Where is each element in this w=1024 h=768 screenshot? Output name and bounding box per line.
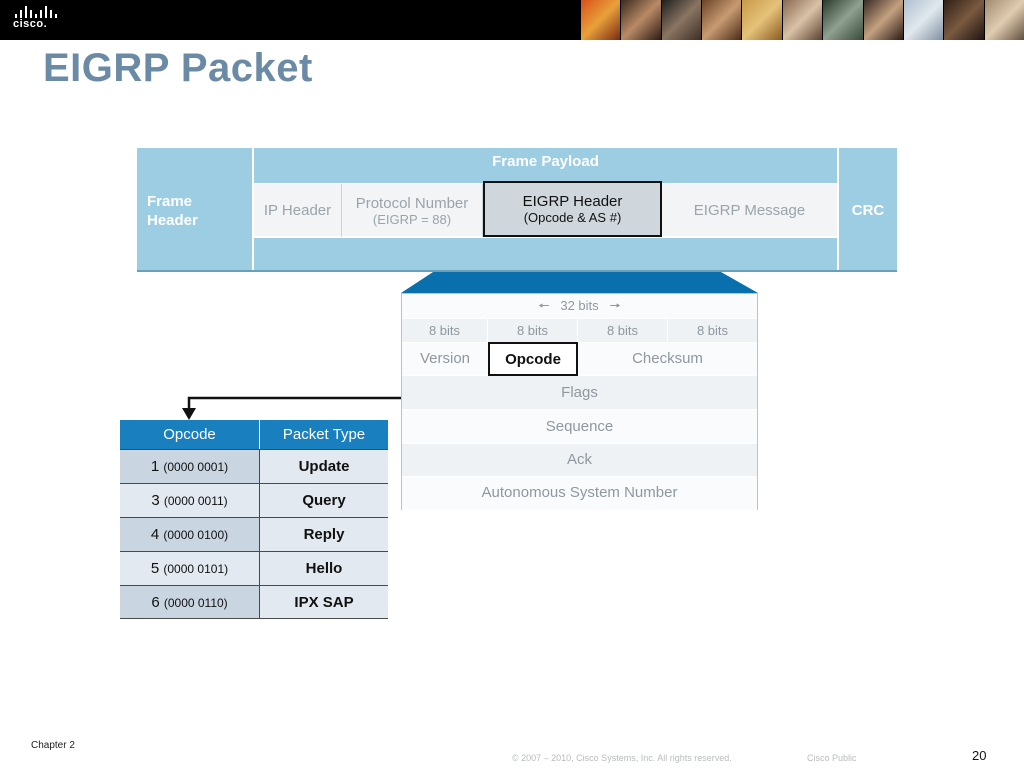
cisco-logo: cisco. [13,6,63,34]
version-opcode-checksum-row: Version Opcode Checksum [402,342,757,376]
table-header-row: Opcode Packet Type [120,420,388,449]
page-number: 20 [972,748,987,763]
byte-label: 8 bits [488,319,578,343]
opcode-binary: (0000 0011) [163,494,228,508]
byte-label: 8 bits [696,323,729,338]
packet-type-cell: Hello [260,552,388,585]
footer-chapter: Chapter 2 [31,740,75,751]
packet-type-cell: Update [260,450,388,483]
right-arrow-icon: 🠖 [609,298,621,313]
table-row: 4 (0000 0100) Reply [120,517,388,551]
packet-type-cell: Reply [260,518,388,551]
byte-label: 8 bits [578,319,668,343]
frame-payload-label: Frame Payload [492,153,599,170]
left-arrow-icon: 🠔 [538,298,550,313]
footer-copyright: © 2007 – 2010, Cisco Systems, Inc. All r… [512,753,732,763]
ack-field: Ack [402,444,757,477]
ip-header-label: IP Header [263,202,332,219]
packet-type-cell: Query [260,484,388,517]
opcode-binary: (0000 0001) [163,460,229,474]
byte-label: 8 bits [402,319,488,343]
opcode-column-header: Opcode [120,420,260,449]
sequence-field: Sequence [402,410,757,444]
opcode-value: 5 [150,560,160,577]
opcode-cell: 4 (0000 0100) [120,518,260,551]
opcode-binary: (0000 0100) [163,528,229,542]
bit-width-row: 🠔 32 bits 🠖 [402,294,757,319]
frame-header-label: Frame Header [147,193,198,229]
table-row: 6 (0000 0110) IPX SAP [120,585,388,619]
opcode-cell: 3 (0000 0011) [120,484,260,517]
crc-cell: CRC [837,148,897,270]
flags-field: Flags [402,376,757,410]
protocol-number-sub: (EIGRP = 88) [372,211,452,227]
top-banner: cisco. [0,0,1024,40]
byte-width-row: 8 bits 8 bits 8 bits 8 bits [402,319,757,343]
table-row: 5 (0000 0101) Hello [120,551,388,585]
crc-label: CRC [851,202,885,219]
opcode-binary: (0000 0101) [163,562,229,576]
protocol-number-cell: Protocol Number (EIGRP = 88) [342,184,483,237]
eigrp-message-cell: EIGRP Message [662,184,837,237]
slide-title: EIGRP Packet [43,46,313,90]
footer-classification: Cisco Public [807,753,857,763]
version-field: Version [419,350,471,367]
frame-header-cell: Frame Header [137,148,254,270]
opcode-cell: 1 (0000 0001) [120,450,260,483]
ethernet-frame: Frame Header Frame Payload IP Header Pro… [137,148,897,272]
packet-type-cell: IPX SAP [260,586,388,618]
opcode-value: 3 [151,492,160,509]
opcode-value: 4 [150,526,160,543]
opcode-table: Opcode Packet Type 1 (0000 0001) Update … [120,420,388,619]
eigrp-header-detail: 🠔 32 bits 🠖 8 bits 8 bits 8 bits 8 bits … [401,293,758,510]
opcode-cell: 5 (0000 0101) [120,552,260,585]
eigrp-header-cell: EIGRP Header (Opcode & AS #) [483,181,662,237]
opcode-field: Opcode [488,342,578,376]
eigrp-header-sub: (Opcode & AS #) [523,210,622,225]
down-arrow-icon [182,408,196,420]
opcode-binary: (0000 0110) [163,596,228,610]
photo-strip [580,0,1024,40]
opcode-cell: 6 (0000 0110) [120,586,260,618]
opcode-value: 6 [151,594,160,611]
ip-header-cell: IP Header [254,184,342,237]
as-number-field: Autonomous System Number [402,477,757,510]
eigrp-message-label: EIGRP Message [693,202,806,219]
opcode-value: 1 [150,458,160,475]
checksum-field: Checksum [632,350,703,367]
packet-type-column-header: Packet Type [282,426,366,443]
protocol-number-label: Protocol Number [355,194,469,212]
table-row: 1 (0000 0001) Update [120,449,388,483]
table-row: 3 (0000 0011) Query [120,483,388,517]
eigrp-header-label: EIGRP Header [522,193,623,210]
bit-width-label: 32 bits [560,298,599,313]
